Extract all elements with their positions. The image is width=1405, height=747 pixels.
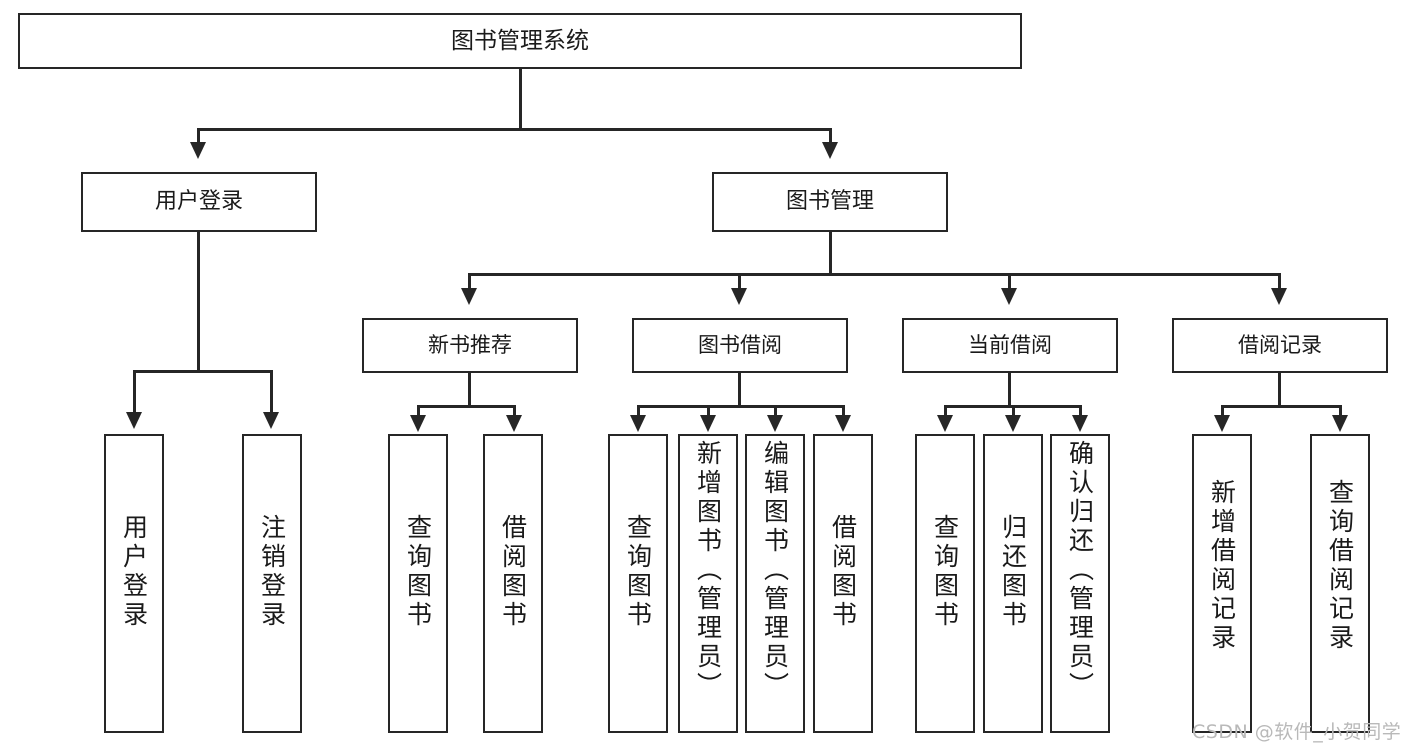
arrowhead-ul-leaf-1 — [126, 412, 142, 429]
arrowhead-bb-leaf-3 — [767, 415, 783, 432]
leaf-book-borrow-add-admin[interactable]: 新增图书（管理员） — [678, 434, 738, 733]
connector-root-bus — [197, 128, 831, 131]
node-label: 图书管理系统 — [451, 27, 589, 54]
arrowhead-user-login — [190, 142, 206, 159]
connector-user-login-stem — [197, 232, 200, 372]
leaf-book-borrow-edit-admin[interactable]: 编辑图书（管理员） — [745, 434, 805, 733]
connector-drop-bb-leaf-2 — [707, 405, 710, 417]
connector-drop-cb-leaf-1 — [944, 405, 947, 417]
node-book-borrow[interactable]: 图书借阅 — [632, 318, 848, 373]
connector-book-borrow-stem — [738, 373, 741, 407]
connector-drop-borrow-record — [1278, 273, 1281, 290]
leaf-book-borrow-query[interactable]: 查询图书 — [608, 434, 668, 733]
connector-drop-br-leaf-2 — [1339, 405, 1342, 417]
connector-new-book-stem — [468, 373, 471, 407]
connector-drop-new-book — [468, 273, 471, 290]
arrowhead-borrow-record — [1271, 288, 1287, 305]
leaf-borrow-record-query[interactable]: 查询借阅记录 — [1310, 434, 1370, 733]
leaf-label: 查询图书 — [403, 514, 433, 630]
connector-drop-book-manage — [829, 128, 832, 145]
leaf-label: 借阅图书 — [498, 514, 528, 630]
arrowhead-bb-leaf-4 — [835, 415, 851, 432]
leaf-label: 新增借阅记录 — [1207, 479, 1237, 653]
node-label: 当前借阅 — [968, 333, 1052, 358]
leaf-current-borrow-query[interactable]: 查询图书 — [915, 434, 975, 733]
node-current-borrow[interactable]: 当前借阅 — [902, 318, 1118, 373]
leaf-label: 用户登录 — [119, 514, 149, 630]
leaf-borrow-record-add[interactable]: 新增借阅记录 — [1192, 434, 1252, 733]
arrowhead-book-borrow — [731, 288, 747, 305]
connector-drop-nb-leaf-2 — [513, 405, 516, 417]
arrowhead-cb-leaf-1 — [937, 415, 953, 432]
leaf-label: 借阅图书 — [828, 514, 858, 630]
leaf-label: 编辑图书（管理员） — [760, 440, 790, 701]
connector-drop-bb-leaf-4 — [842, 405, 845, 417]
node-label: 新书推荐 — [428, 333, 512, 358]
arrowhead-bb-leaf-1 — [630, 415, 646, 432]
connector-drop-user-login — [197, 128, 200, 145]
node-label: 借阅记录 — [1238, 333, 1322, 358]
leaf-label: 归还图书 — [998, 514, 1028, 630]
arrowhead-new-book — [461, 288, 477, 305]
leaf-label: 查询图书 — [930, 514, 960, 630]
node-new-book-recommend[interactable]: 新书推荐 — [362, 318, 578, 373]
connector-drop-cb-leaf-3 — [1079, 405, 1082, 417]
connector-drop-current-borrow — [1008, 273, 1011, 290]
arrowhead-br-leaf-1 — [1214, 415, 1230, 432]
connector-book-manage-stem — [829, 232, 832, 275]
connector-root-stem — [519, 69, 522, 129]
arrowhead-br-leaf-2 — [1332, 415, 1348, 432]
arrowhead-cb-leaf-2 — [1005, 415, 1021, 432]
leaf-new-book-borrow[interactable]: 借阅图书 — [483, 434, 543, 733]
arrowhead-book-manage — [822, 142, 838, 159]
arrowhead-bb-leaf-2 — [700, 415, 716, 432]
connector-new-book-bus — [417, 405, 513, 408]
node-book-manage[interactable]: 图书管理 — [712, 172, 948, 232]
connector-drop-bb-leaf-1 — [637, 405, 640, 417]
leaf-label: 确认归还（管理员） — [1065, 440, 1095, 701]
leaf-label: 新增图书（管理员） — [693, 440, 723, 701]
node-root-system[interactable]: 图书管理系统 — [18, 13, 1022, 69]
node-user-login[interactable]: 用户登录 — [81, 172, 317, 232]
leaf-label: 查询图书 — [623, 514, 653, 630]
leaf-current-borrow-return[interactable]: 归还图书 — [983, 434, 1043, 733]
arrowhead-nb-leaf-2 — [506, 415, 522, 432]
leaf-user-login-login[interactable]: 用户登录 — [104, 434, 164, 733]
arrowhead-nb-leaf-1 — [410, 415, 426, 432]
connector-drop-nb-leaf-1 — [417, 405, 420, 417]
leaf-book-borrow-borrow[interactable]: 借阅图书 — [813, 434, 873, 733]
arrowhead-current-borrow — [1001, 288, 1017, 305]
connector-borrow-record-stem — [1278, 373, 1281, 407]
arrowhead-ul-leaf-2 — [263, 412, 279, 429]
connector-user-login-bus — [133, 370, 270, 373]
connector-drop-book-borrow — [738, 273, 741, 290]
arrowhead-cb-leaf-3 — [1072, 415, 1088, 432]
connector-drop-ul-leaf-2 — [270, 370, 273, 415]
node-label: 图书借阅 — [698, 333, 782, 358]
connector-borrow-record-bus — [1221, 405, 1339, 408]
connector-drop-bb-leaf-3 — [774, 405, 777, 417]
leaf-label: 注销登录 — [257, 514, 287, 630]
leaf-user-login-logout[interactable]: 注销登录 — [242, 434, 302, 733]
connector-book-borrow-bus — [637, 405, 844, 408]
leaf-current-borrow-confirm-admin[interactable]: 确认归还（管理员） — [1050, 434, 1110, 733]
connector-current-borrow-stem — [1008, 373, 1011, 407]
leaf-new-book-query[interactable]: 查询图书 — [388, 434, 448, 733]
connector-drop-ul-leaf-1 — [133, 370, 136, 415]
node-borrow-record[interactable]: 借阅记录 — [1172, 318, 1388, 373]
leaf-label: 查询借阅记录 — [1325, 479, 1355, 653]
connector-drop-cb-leaf-2 — [1012, 405, 1015, 417]
node-label: 图书管理 — [785, 189, 874, 215]
node-label: 用户登录 — [154, 189, 243, 215]
connector-drop-br-leaf-1 — [1221, 405, 1224, 417]
connector-level3-bus — [468, 273, 1280, 276]
